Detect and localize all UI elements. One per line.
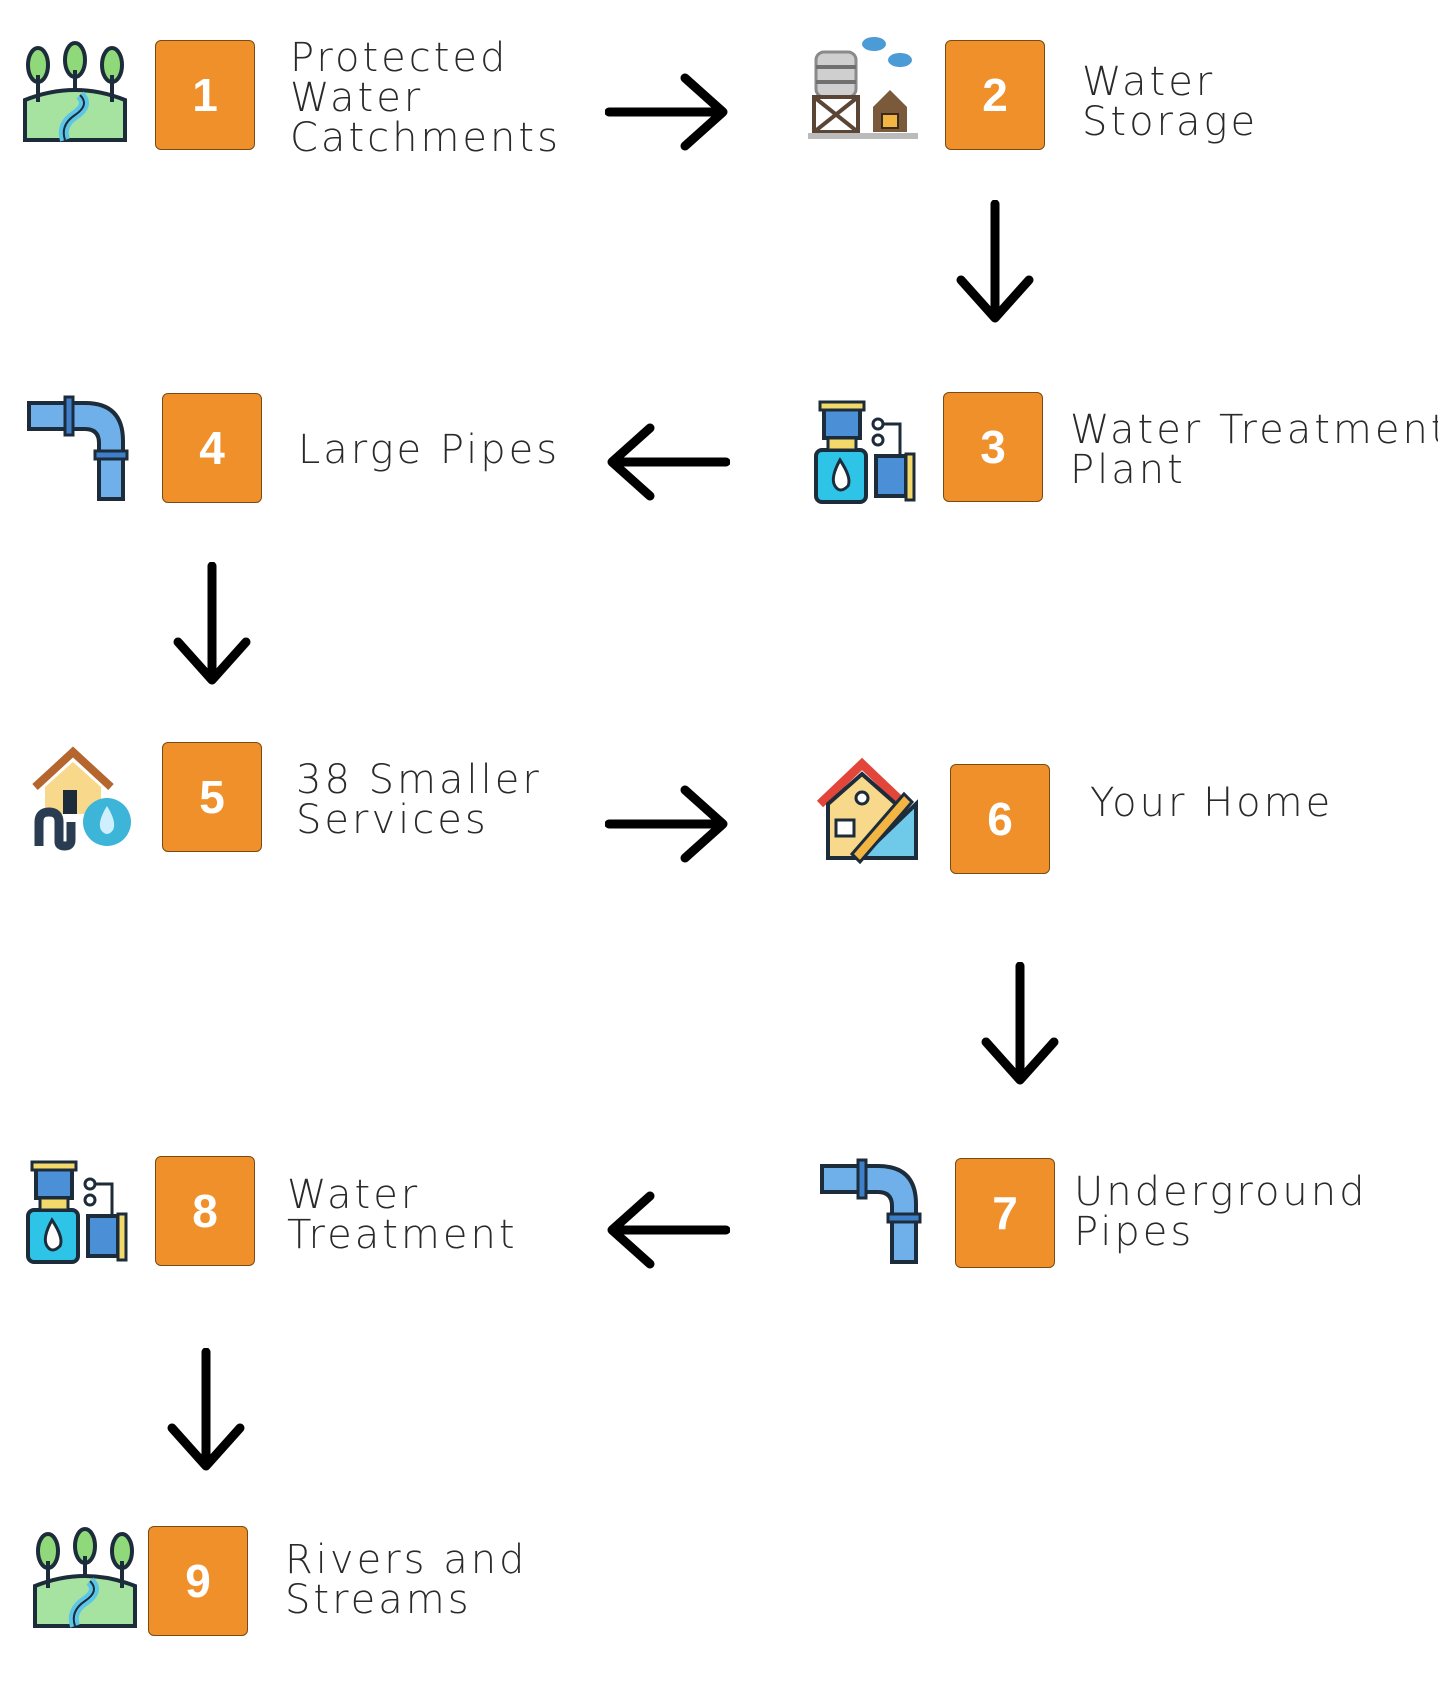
step-number-badge: 9 [148, 1526, 248, 1636]
step-number-badge: 4 [162, 393, 262, 503]
step-number-badge: 6 [950, 764, 1050, 874]
arrow-right-icon [605, 72, 730, 152]
catchment-icon [20, 40, 130, 150]
arrow-down-icon [166, 1348, 246, 1473]
arrow-down-icon [955, 200, 1035, 325]
house-water-icon [25, 742, 135, 852]
water-storage-icon [808, 32, 918, 142]
step-number-badge: 2 [945, 40, 1045, 150]
treatment-plant-icon [22, 1158, 132, 1268]
pipe-icon [818, 1156, 928, 1266]
arrow-right-icon [605, 784, 730, 864]
treatment-plant-icon [810, 398, 920, 508]
step-number-badge: 1 [155, 40, 255, 150]
step-number-badge: 7 [955, 1158, 1055, 1268]
step-number-badge: 3 [943, 392, 1043, 502]
catchment-icon [30, 1526, 140, 1636]
step-label: Your Home [1090, 780, 1334, 826]
home-blueprint-icon [812, 754, 922, 864]
arrow-left-icon [605, 1190, 730, 1270]
pipe-icon [25, 393, 135, 503]
step-number-badge: 5 [162, 742, 262, 852]
step-number-badge: 8 [155, 1156, 255, 1266]
arrow-down-icon [980, 962, 1060, 1087]
step-label: Large Pipes [298, 427, 561, 473]
arrow-down-icon [172, 562, 252, 687]
arrow-left-icon [605, 422, 730, 502]
